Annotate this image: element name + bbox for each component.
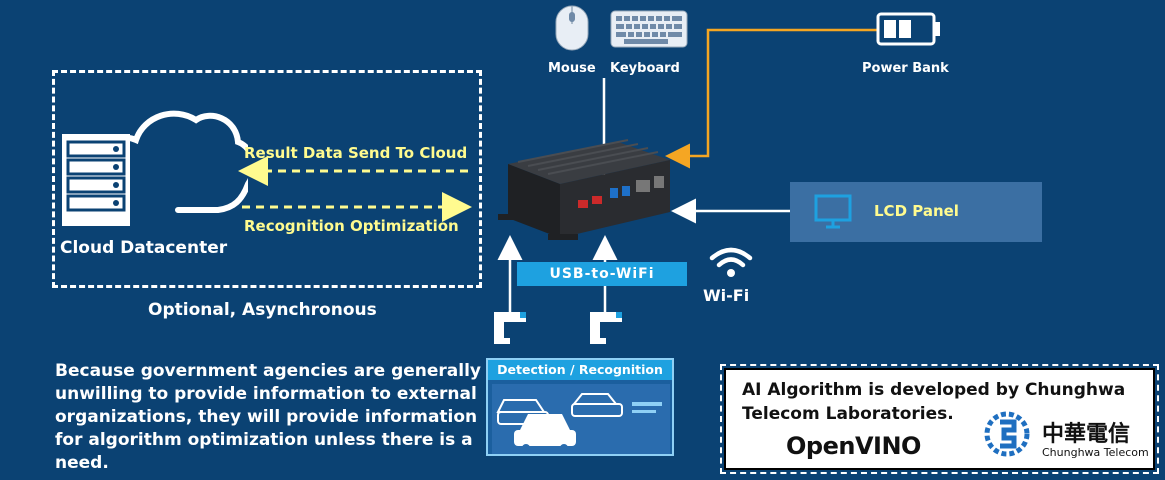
- cloud-server-icon: [62, 110, 248, 226]
- detection-panel: Detection / Recognition: [486, 358, 674, 456]
- ai-algorithm-text: AI Algorithm is developed by Chunghwa Te…: [742, 380, 1126, 424]
- keyboard-label: Keyboard: [610, 61, 680, 76]
- wifi-icon: [709, 247, 753, 277]
- cht-chinese-name: 中華電信: [1042, 422, 1131, 447]
- camera-icon: [494, 312, 526, 344]
- monitor-icon: [814, 194, 852, 229]
- car-detection-image: [492, 384, 670, 454]
- edge-device-image: [498, 139, 670, 240]
- keyboard-icon: [610, 10, 688, 48]
- wifi-label: Wi-Fi: [703, 286, 750, 305]
- mouse-label: Mouse: [548, 61, 596, 76]
- camera-icon: [590, 312, 622, 344]
- openvino-logo: OpenVINO: [786, 432, 921, 460]
- detection-title: Detection / Recognition: [488, 360, 672, 380]
- optional-label: Optional, Asynchronous: [148, 300, 377, 320]
- power-bank-icon: [876, 12, 940, 46]
- cloud-datacenter-label: Cloud Datacenter: [60, 238, 228, 258]
- lcd-panel-label: LCD Panel: [874, 202, 959, 220]
- usb-wifi-banner: USB-to-WiFi: [517, 262, 687, 286]
- description-text: Because government agencies are generall…: [55, 361, 482, 473]
- cht-logo-icon: [984, 411, 1030, 457]
- ai-algorithm-box: AI Algorithm is developed by Chunghwa Te…: [720, 364, 1159, 474]
- result-send-label: Result Data Send To Cloud: [244, 144, 468, 162]
- cht-english-name: Chunghwa Telecom: [1042, 446, 1149, 459]
- power-line: [665, 28, 878, 169]
- power-bank-label: Power Bank: [862, 61, 949, 76]
- recognition-opt-label: Recognition Optimization: [244, 217, 459, 235]
- lcd-panel-box: LCD Panel: [790, 182, 1042, 242]
- cloud-datacenter-box: [52, 70, 482, 288]
- mouse-icon: [555, 5, 589, 51]
